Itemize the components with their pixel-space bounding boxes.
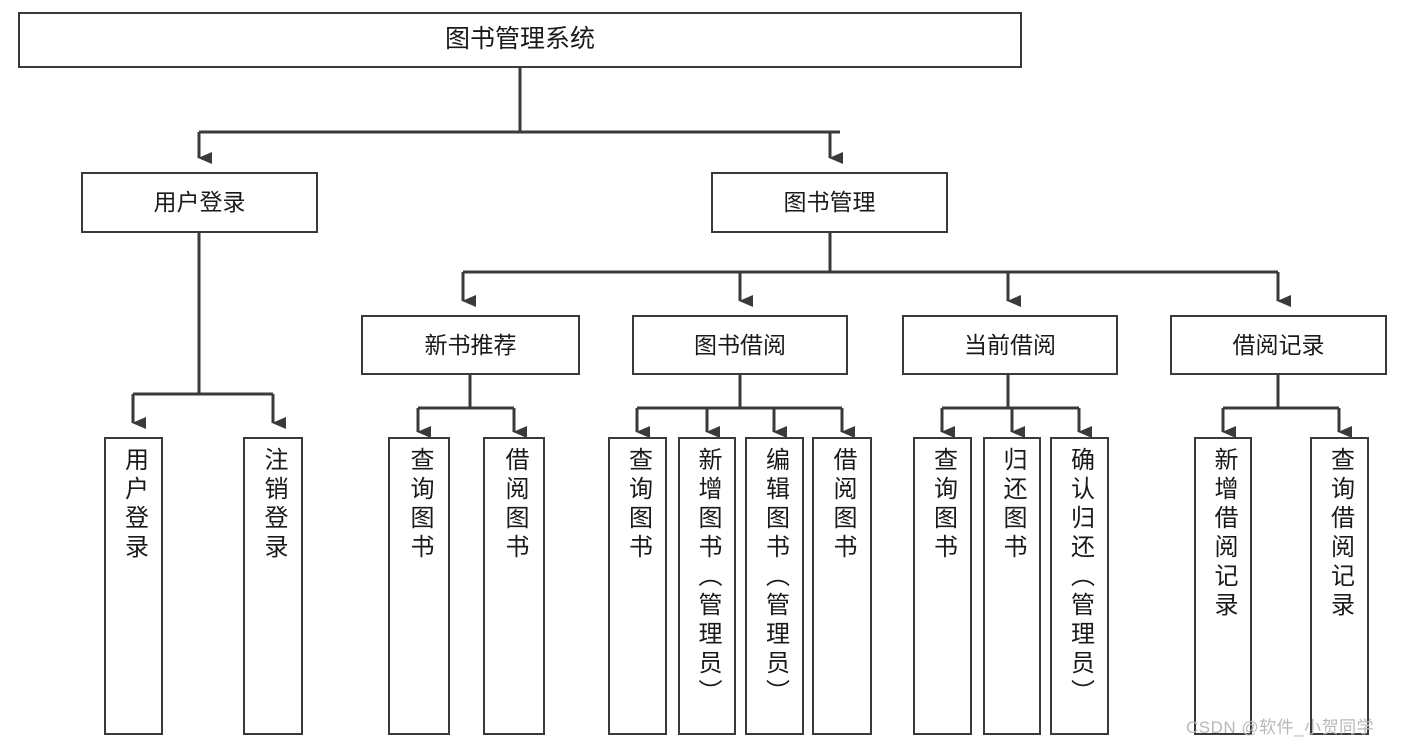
node-label: 新增借阅记录	[1210, 447, 1237, 621]
node-label: 注销登录	[260, 447, 287, 563]
node-label: 新书推荐	[424, 331, 517, 358]
node-label: 查询图书	[929, 447, 957, 563]
leaf-borrow-book-recommend[interactable]: 借阅图书	[483, 437, 545, 735]
node-label: 查询图书	[406, 447, 433, 563]
node-label: 当前借阅	[964, 331, 1056, 358]
node-label: 图书管理	[783, 189, 876, 216]
leaf-confirm-return-admin[interactable]: 确认归还（管理员）	[1050, 437, 1109, 735]
node-label: 查询借阅记录	[1326, 447, 1354, 621]
leaf-edit-book-admin[interactable]: 编辑图书（管理员）	[745, 437, 804, 735]
node-label: 借阅记录	[1232, 331, 1325, 358]
node-label: 借阅图书	[829, 447, 856, 563]
node-root-system[interactable]: 图书管理系统	[18, 12, 1022, 68]
leaf-query-book-borrow[interactable]: 查询图书	[608, 437, 667, 735]
leaf-user-logout[interactable]: 注销登录	[243, 437, 303, 735]
leaf-query-borrow-record[interactable]: 查询借阅记录	[1310, 437, 1369, 735]
node-borrow-record[interactable]: 借阅记录	[1170, 315, 1387, 375]
node-label: 新增图书（管理员）	[694, 447, 721, 708]
leaf-query-book-recommend[interactable]: 查询图书	[388, 437, 450, 735]
leaf-return-book[interactable]: 归还图书	[983, 437, 1041, 735]
watermark-text: CSDN @软件_小贺同学	[1186, 718, 1375, 737]
node-user-login[interactable]: 用户登录	[81, 172, 318, 233]
node-current-borrow[interactable]: 当前借阅	[902, 315, 1118, 375]
node-label: 用户登录	[153, 189, 246, 216]
node-label: 查询图书	[624, 447, 652, 563]
leaf-add-borrow-record[interactable]: 新增借阅记录	[1194, 437, 1252, 735]
node-label: 编辑图书（管理员）	[761, 447, 789, 708]
leaf-add-book-admin[interactable]: 新增图书（管理员）	[678, 437, 736, 735]
node-book-borrow[interactable]: 图书借阅	[632, 315, 848, 375]
node-label: 归还图书	[999, 447, 1026, 563]
node-book-management[interactable]: 图书管理	[711, 172, 948, 233]
node-label: 确认归还（管理员）	[1066, 447, 1094, 708]
leaf-user-login[interactable]: 用户登录	[104, 437, 163, 735]
node-label: 借阅图书	[501, 447, 528, 563]
node-label: 用户登录	[120, 447, 148, 563]
leaf-query-book-current[interactable]: 查询图书	[913, 437, 972, 735]
node-label: 图书借阅	[694, 331, 786, 358]
node-label: 图书管理系统	[444, 25, 595, 54]
leaf-borrow-book[interactable]: 借阅图书	[812, 437, 872, 735]
node-new-book-recommend[interactable]: 新书推荐	[361, 315, 580, 375]
